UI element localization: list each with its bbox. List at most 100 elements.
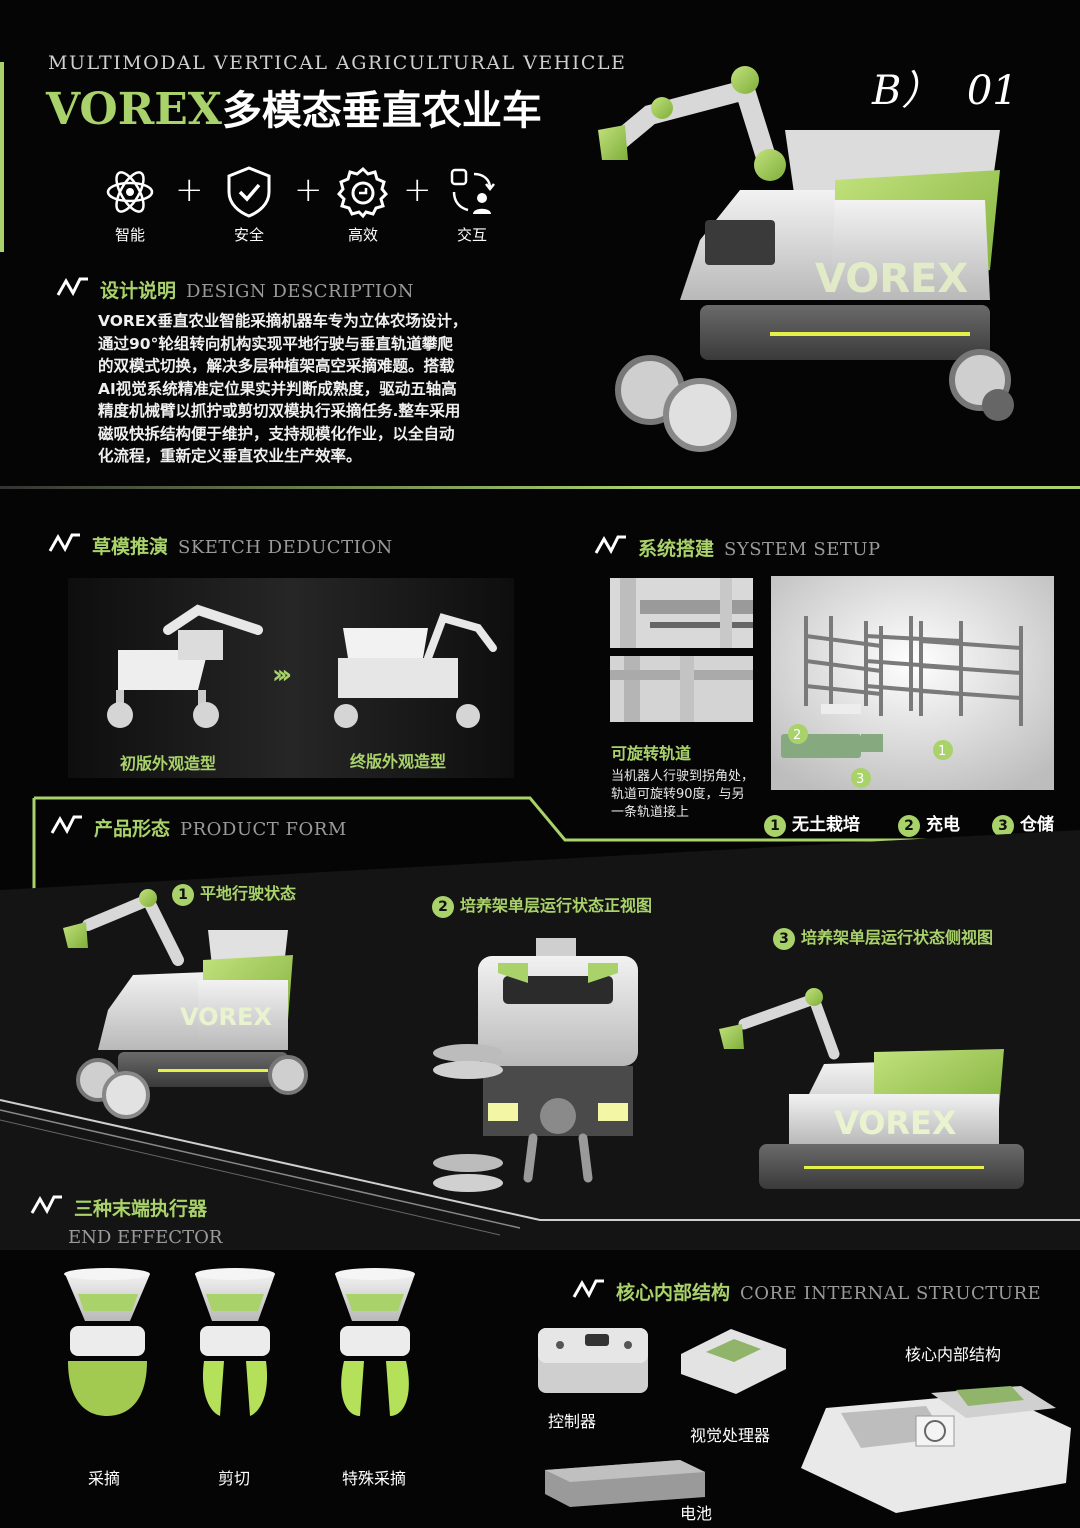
gear-efficiency-icon [336, 166, 389, 219]
section-mark-icon [48, 533, 80, 553]
effector-cut [195, 1268, 275, 1416]
system-heading: 系统搭建 SYSTEM SETUP [594, 534, 881, 561]
battery-render [545, 1460, 705, 1507]
effector-label: 特殊采摘 [342, 1469, 407, 1488]
section-title-cn: 产品形态 [94, 818, 171, 840]
desc-line: 化流程，重新定义垂直农业生产效率。 [98, 447, 362, 465]
svg-text:VOREX: VOREX [180, 1003, 272, 1031]
section-mark-icon [56, 277, 88, 297]
feature-row: 智能 + 安全 + 高效 + 交互 [95, 164, 515, 254]
system-item-2: 2 充电 [898, 810, 960, 837]
vision-processor-render [681, 1329, 786, 1394]
feature-interaction: 交互 [437, 164, 507, 245]
divider [0, 486, 1080, 489]
section-mark-icon [50, 815, 82, 835]
state-label: 培养架单层运行状态侧视图 [801, 928, 994, 947]
effector-pick [64, 1268, 150, 1416]
vision-processor-label: 视觉处理器 [690, 1426, 771, 1445]
plus-sign: + [403, 170, 432, 210]
sketch-heading: 草模推演 SKETCH DEDUCTION [48, 532, 393, 559]
left-accent-bar [0, 62, 4, 252]
feature-label: 安全 [233, 226, 264, 244]
rail-detail-top [610, 578, 753, 648]
state-label: 培养架单层运行状态正视图 [460, 896, 653, 915]
rail-detail-bottom [610, 656, 753, 722]
section-title-cn: 核心内部结构 [616, 1282, 731, 1304]
state-label: 平地行驶状态 [200, 884, 297, 903]
section-title-en: PRODUCT FORM [180, 819, 347, 840]
num-badge: 3 [773, 928, 795, 950]
sketch-first-label: 初版外观造型 [120, 754, 217, 773]
section-title-en: CORE INTERNAL STRUCTURE [740, 1283, 1042, 1304]
plus-sign: + [175, 170, 204, 210]
page-tag: B） 01 [872, 68, 1018, 114]
hero-robot-render: VOREX [598, 66, 1014, 452]
controller-render [538, 1328, 648, 1393]
sketch-final-model [334, 613, 497, 728]
robot-ground-mode: VOREX [63, 889, 308, 1119]
feature-efficiency: 高效 [328, 164, 398, 245]
brand-name: VOREX [46, 84, 222, 135]
feature-label: 高效 [347, 226, 378, 244]
rail-desc: 当机器人行驶到拐角处， 轨道可旋转90度，与另 一条轨道接上 [611, 768, 754, 822]
section-mark-icon [572, 1279, 604, 1299]
plus-sign: + [294, 170, 323, 210]
effector-label: 采摘 [88, 1469, 121, 1488]
system-item-label: 无土栽培 [792, 815, 860, 835]
num-badge: 1 [172, 884, 194, 906]
robot-front-view [433, 938, 638, 1192]
svg-text:VOREX: VOREX [834, 1104, 957, 1142]
subtitle-en: MULTIMODAL VERTICAL AGRICULTURAL VEHICLE [48, 52, 627, 74]
desc-line: 精度机械臂以抓拧或剪切双模执行采摘任务.整车采用 [98, 402, 461, 420]
atom-icon [106, 171, 154, 213]
section-mark-icon [30, 1195, 62, 1215]
page-title: VOREX多模态垂直农业车 [46, 78, 542, 136]
rail-desc-line: 一条轨道接上 [611, 805, 690, 820]
num-badge: 3 [992, 815, 1014, 837]
sketch-first-model [107, 604, 263, 728]
feature-label: 交互 [456, 226, 487, 244]
battery-label: 电池 [680, 1504, 713, 1523]
feature-safety: 安全 [214, 164, 284, 245]
desc-line: AI视觉系统精准定位果实并判断成熟度，驱动五轴高 [98, 379, 457, 398]
robot-side-view: VOREX [719, 988, 1024, 1189]
svg-text:3: 3 [856, 772, 864, 787]
section-title-cn: 设计说明 [100, 280, 177, 302]
feature-intelligence: 智能 [95, 164, 165, 245]
system-item-label: 仓储 [1020, 815, 1054, 835]
num-badge: 1 [764, 815, 786, 837]
num-badge: 2 [898, 815, 920, 837]
system-item-1: 1 无土栽培 [764, 810, 860, 837]
desc-line: 的双模式切换，解决多层种植架高空采摘难题。搭载 [98, 357, 455, 375]
controller-label: 控制器 [548, 1412, 597, 1431]
hero-brand-text: VOREX [815, 256, 968, 302]
design-desc-body: VOREX垂直农业智能采摘机器车专为立体农场设计， 通过90°轮组转向机构实现平… [98, 310, 538, 468]
desc-line: 磁吸快拆结构便于维护，支持规模化作业，以全自动 [98, 424, 455, 443]
product-heading: 产品形态 PRODUCT FORM [50, 814, 347, 841]
section-mark-icon [594, 535, 626, 555]
system-item-label: 充电 [926, 815, 960, 835]
effector-special [335, 1268, 415, 1416]
sketch-panel: ››› 初版外观造型 终版外观造型 [68, 578, 514, 778]
desc-line: 通过90°轮组转向机构实现平地行驶与垂直轨道攀爬 [98, 334, 453, 353]
core-assembly-label: 核心内部结构 [905, 1345, 1002, 1364]
svg-text:2: 2 [793, 728, 801, 743]
sketch-final-label: 终版外观造型 [350, 752, 447, 771]
rail-desc-line: 轨道可旋转90度，与另 [611, 787, 745, 802]
effector-heading: 三种末端执行器 END EFFECTOR [30, 1194, 222, 1248]
section-title-cn: 三种末端执行器 [74, 1198, 208, 1220]
section-title-cn: 系统搭建 [638, 538, 715, 560]
rail-desc-line: 当机器人行驶到拐角处， [611, 769, 755, 784]
farm-system-render: 2 1 3 [771, 576, 1054, 790]
core-assembly-render [801, 1386, 1071, 1513]
design-desc-heading: 设计说明 DESIGN DESCRIPTION [56, 276, 414, 303]
product-state-3: 3 培养架单层运行状态侧视图 [773, 924, 993, 950]
desc-line: VOREX垂直农业智能采摘机器车专为立体农场设计， [98, 312, 468, 330]
section-title-en: SKETCH DEDUCTION [178, 537, 393, 558]
shield-check-icon [227, 166, 271, 218]
title-cn: 多模态垂直农业车 [221, 88, 542, 134]
section-title-en: DESIGN DESCRIPTION [186, 281, 414, 302]
rail-title: 可旋转轨道 [611, 744, 692, 763]
system-item-3: 3 仓储 [992, 810, 1054, 837]
